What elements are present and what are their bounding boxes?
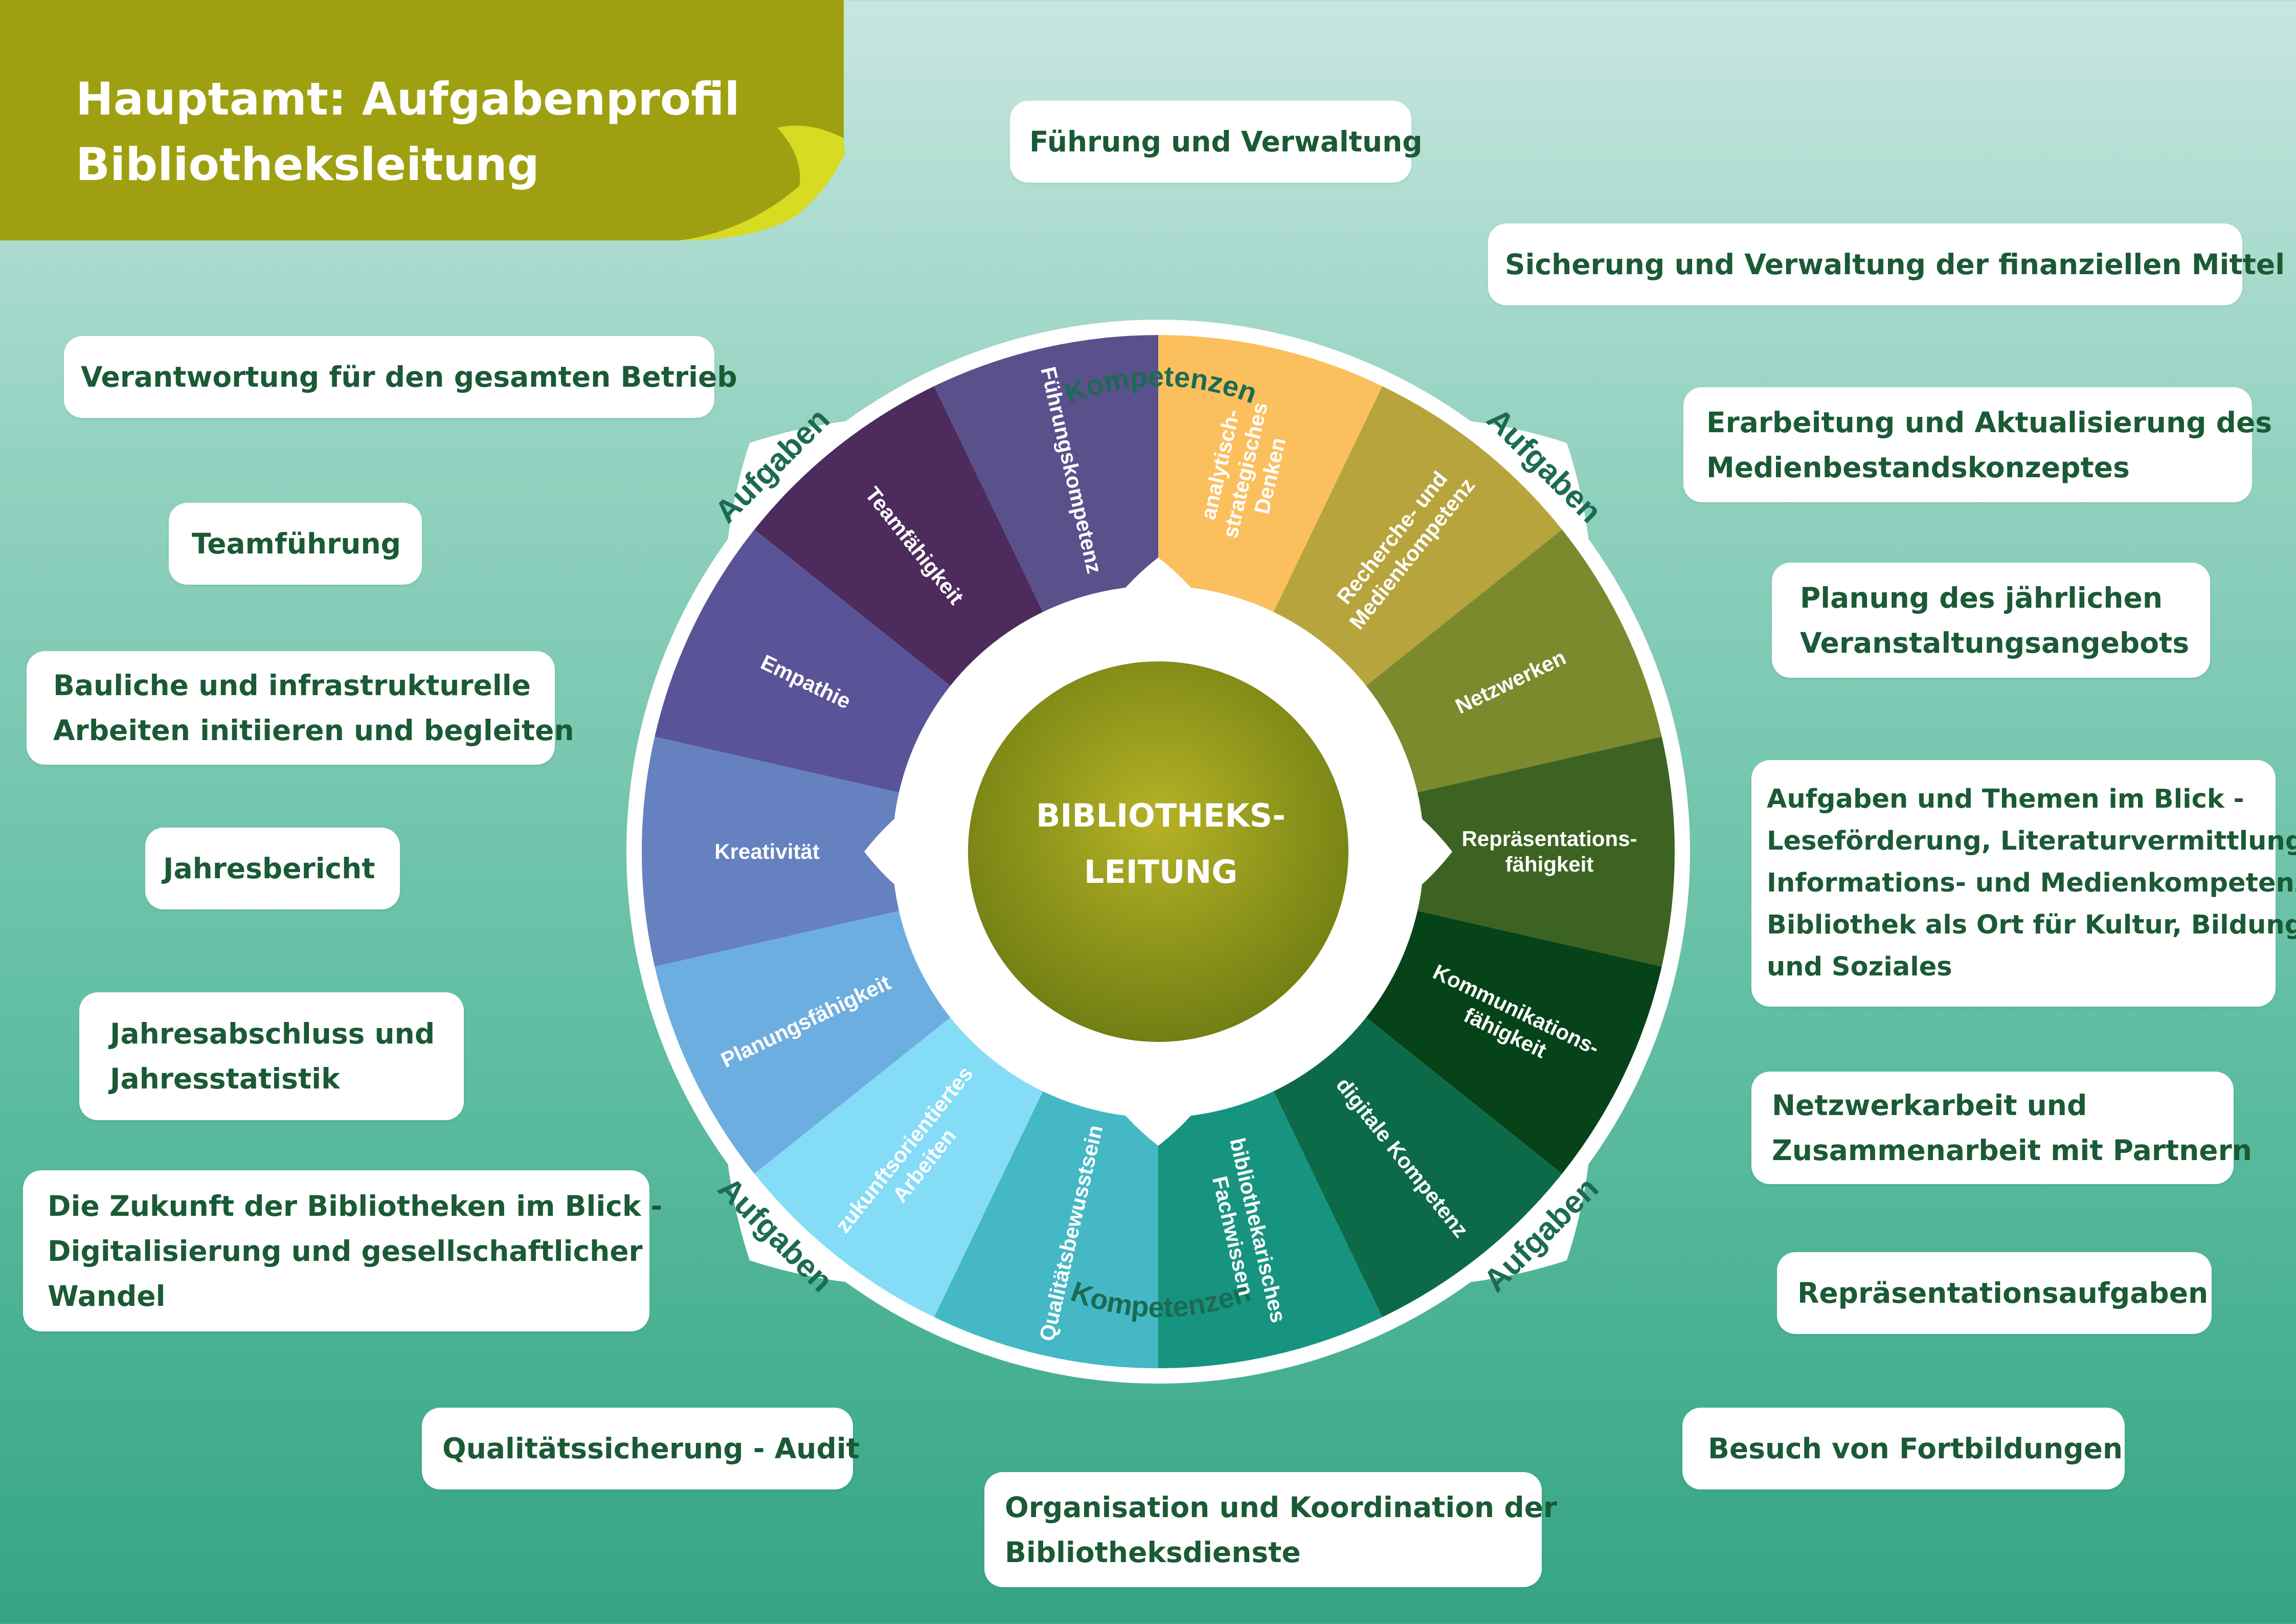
task-line: Aufgaben und Themen im Blick -	[1767, 784, 2244, 814]
task-box: Erarbeitung und Aktualisierung des Medie…	[1683, 387, 2272, 502]
task-line: Jahresstatistik	[110, 1062, 340, 1095]
competency-label: Repräsentations-fähigkeit	[1461, 827, 1637, 876]
task-box: Jahresbericht	[145, 828, 400, 909]
competency-label-line: Repräsentations-	[1461, 827, 1637, 851]
task-line: Informations- und Medienkompetenz,	[1767, 868, 2296, 898]
task-line: Die Zukunft der Bibliotheken im Blick -	[48, 1189, 663, 1222]
segment-wedge	[655, 910, 951, 1174]
segment-wedge	[1417, 737, 1675, 967]
task-line: Teamführung	[192, 527, 401, 560]
competency-label: Kreativität	[714, 839, 819, 863]
task-box: Besuch von Fortbildungen	[1682, 1408, 2125, 1489]
task-line: Netzwerkarbeit und	[1772, 1089, 2087, 1122]
task-line: Organisation und Koordination der	[1005, 1490, 1558, 1524]
task-line: Qualitätssicherung - Audit	[442, 1432, 860, 1465]
task-box: Verantwortung für den gesamten Betrieb	[64, 336, 737, 418]
task-line: Planung des jährlichen	[1800, 581, 2163, 614]
segment-wedge	[1158, 1091, 1383, 1368]
task-line: Führung und Verwaltung	[1029, 125, 1423, 158]
task-box: Repräsentationsaufgaben	[1777, 1252, 2212, 1334]
header-banner: Hauptamt: Aufgabenprofil Bibliotheksleit…	[0, 0, 849, 240]
task-line: Wandel	[48, 1279, 166, 1312]
segment-wedge	[1158, 335, 1383, 612]
segment-wedge	[642, 737, 899, 967]
competency-label-line: fähigkeit	[1505, 852, 1594, 876]
task-box: Netzwerkarbeit und Zusammenarbeit mit Pa…	[1751, 1072, 2252, 1184]
segment-wedge	[655, 529, 951, 793]
segment-wedge	[934, 335, 1158, 612]
task-line: Sicherung und Verwaltung der finanzielle…	[1505, 248, 2285, 281]
task-line: Veranstaltungsangebots	[1800, 626, 2190, 659]
task-box: Führung und Verwaltung	[1010, 101, 1423, 183]
segment-wedge	[1273, 386, 1562, 686]
task-line: Jahresabschluss und	[110, 1017, 435, 1050]
task-line: Repräsentationsaufgaben	[1797, 1277, 2209, 1309]
task-box: Organisation und Koordination der Biblio…	[984, 1472, 1558, 1587]
task-box: Aufgaben und Themen im Blick - Leseförde…	[1751, 760, 2296, 1007]
segment-wedge	[1366, 529, 1662, 793]
segment-wedge	[754, 386, 1043, 686]
task-line: Digitalisierung und gesellschaftlicher	[48, 1234, 643, 1267]
competency-label-line: Kreativität	[714, 839, 819, 863]
task-box: Die Zukunft der Bibliotheken im Blick - …	[23, 1170, 663, 1331]
center-circle	[968, 661, 1348, 1042]
segments-layer	[642, 335, 1675, 1368]
task-box: Qualitätssicherung - Audit	[422, 1408, 860, 1489]
task-box: Jahresabschluss und Jahresstatistik	[79, 992, 464, 1120]
task-box: Sicherung und Verwaltung der finanzielle…	[1488, 224, 2285, 305]
task-line: Medienbestandskonzeptes	[1706, 451, 2130, 484]
segment-wedge	[754, 1017, 1043, 1317]
task-line: Zusammenarbeit mit Partnern	[1772, 1134, 2252, 1167]
task-line: Bauliche und infrastrukturelle	[53, 669, 531, 702]
task-line: und Soziales	[1767, 952, 1952, 982]
task-line: Verantwortung für den gesamten Betrieb	[81, 361, 737, 393]
task-line: Erarbeitung und Aktualisierung des	[1706, 406, 2272, 439]
task-line: Leseförderung, Literaturvermittlung,	[1767, 826, 2296, 856]
task-line: Besuch von Fortbildungen	[1708, 1432, 2123, 1465]
segment-wedge	[1366, 910, 1662, 1174]
page-title-line-1: Hauptamt: Aufgabenprofil	[76, 73, 740, 125]
task-box: Planung des jährlichen Veranstaltungsang…	[1772, 563, 2210, 678]
header-shape	[0, 0, 845, 240]
task-line: Jahresbericht	[163, 852, 375, 885]
segment-wedge	[1273, 1017, 1562, 1317]
task-line: Arbeiten initiieren und begleiten	[53, 714, 574, 747]
task-box: Teamführung	[169, 503, 422, 585]
segment-wedge	[934, 1091, 1158, 1368]
page-title-line-2: Bibliotheksleitung	[76, 138, 539, 191]
page-title: Hauptamt: Aufgabenprofil Bibliotheksleit…	[76, 66, 740, 197]
task-box: Bauliche und infrastrukturelle Arbeiten …	[27, 651, 574, 765]
task-line: Bibliotheksdienste	[1005, 1536, 1301, 1569]
task-line: Bibliothek als Ort für Kultur, Bildung	[1767, 910, 2296, 940]
